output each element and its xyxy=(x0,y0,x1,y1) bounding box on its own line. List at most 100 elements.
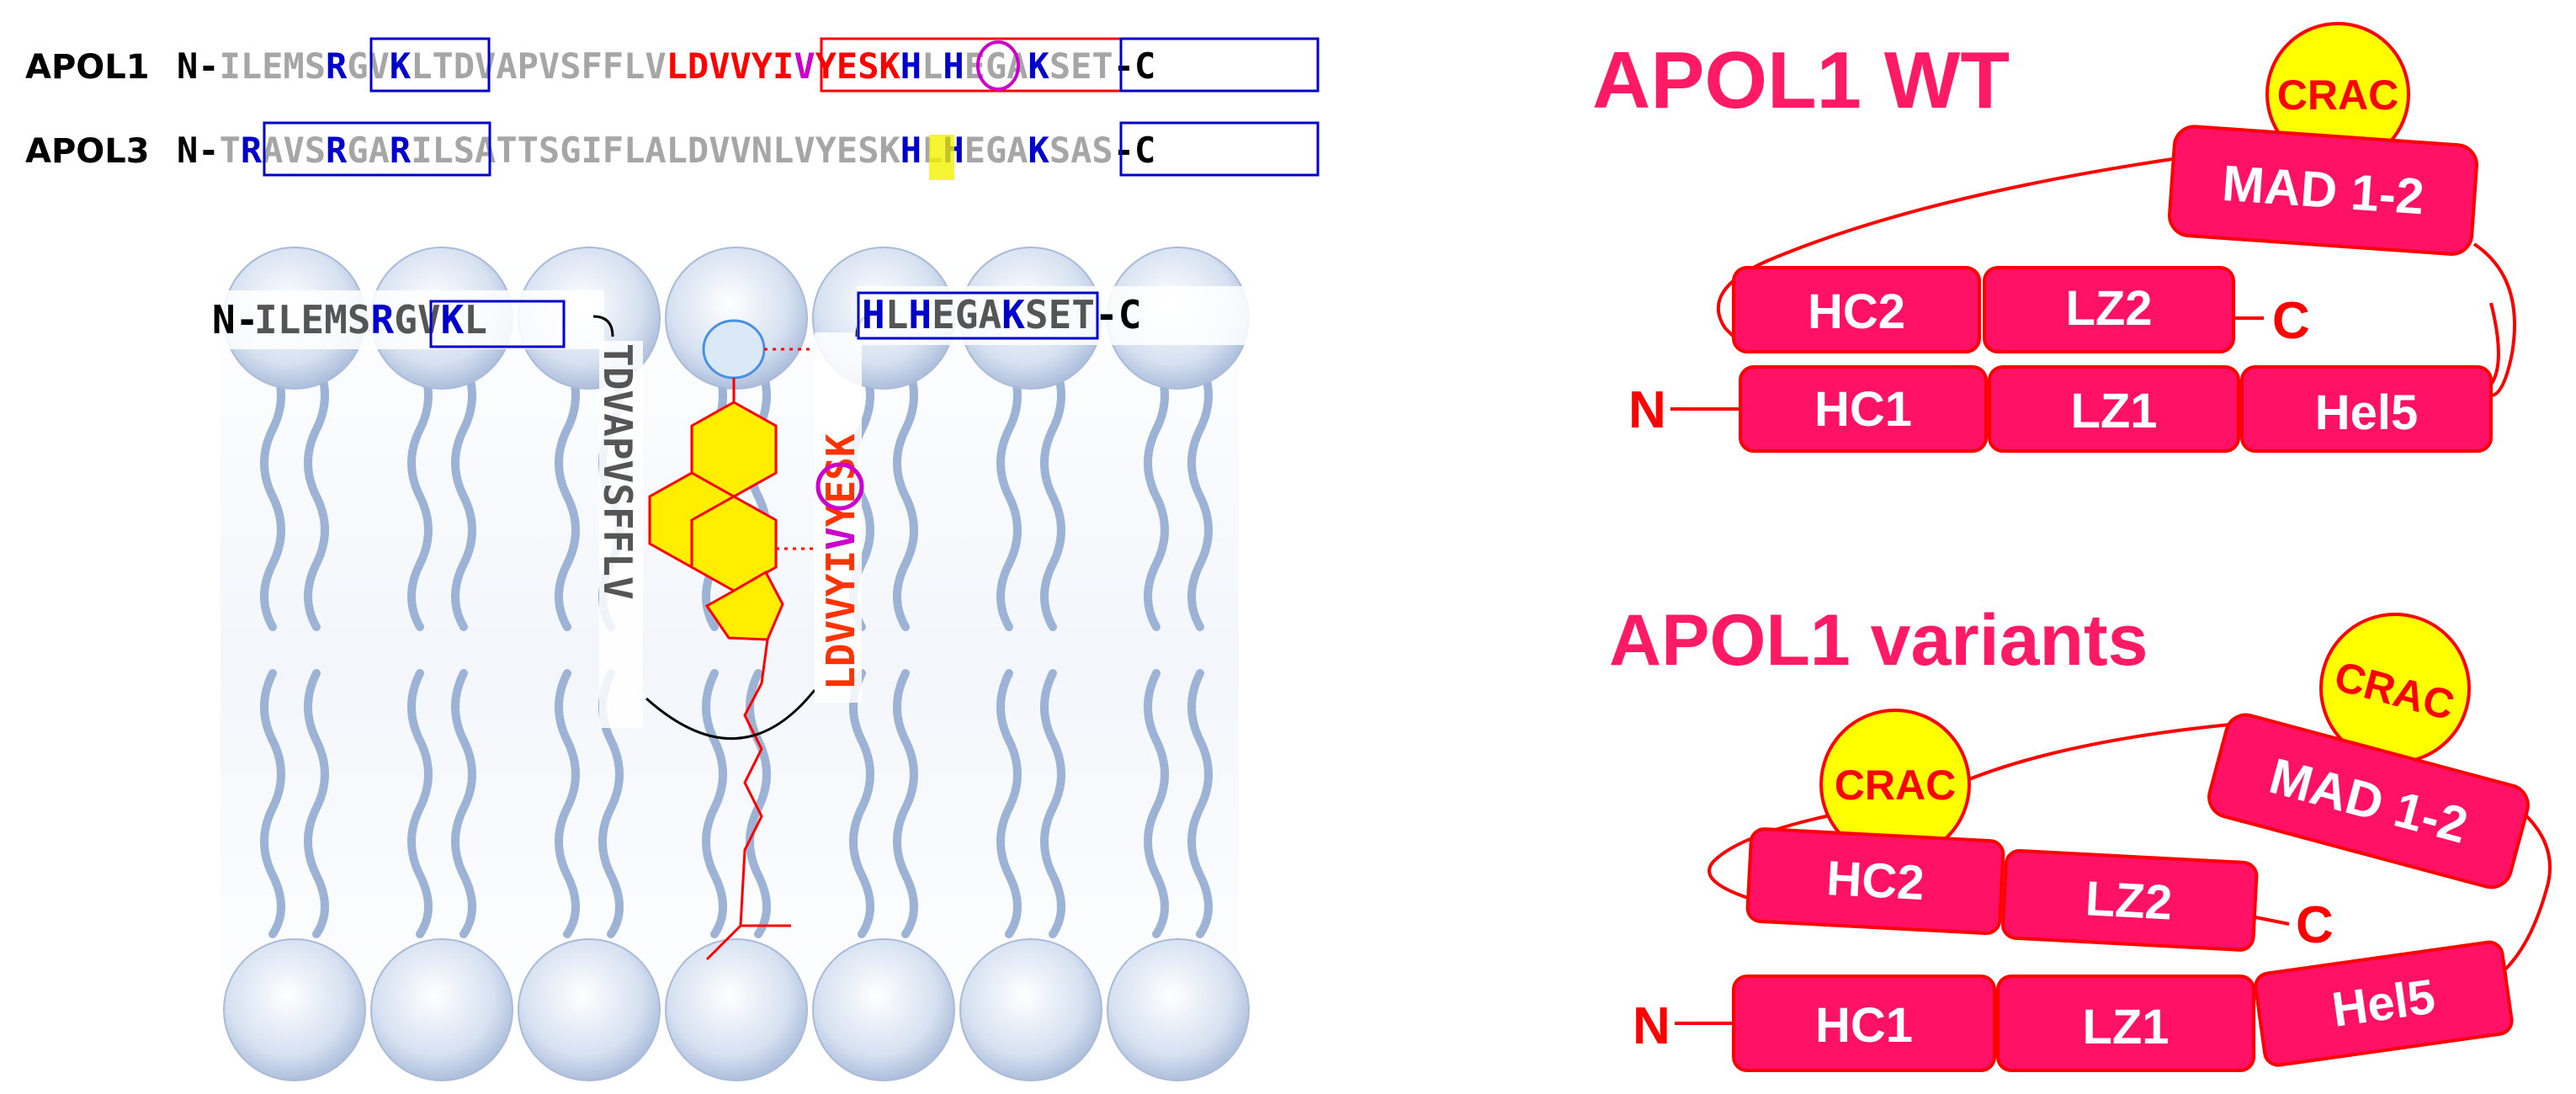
seq-segment: LTDVAPVSFFLV xyxy=(411,45,666,87)
lipid-tail xyxy=(893,669,918,938)
lipid-head xyxy=(959,938,1102,1081)
peptide-down-backdrop xyxy=(599,341,643,728)
lipid-tail xyxy=(893,358,918,631)
variants-hc1-block xyxy=(1732,975,1996,1072)
lipid-head xyxy=(665,938,808,1081)
peptide-right-backdrop xyxy=(857,286,1261,345)
seq-segment: YESK xyxy=(815,45,901,87)
wt-hel5-block xyxy=(2240,365,2493,453)
seq-segment: R xyxy=(326,45,348,87)
lipid-tail xyxy=(555,669,580,938)
seq-segment: ILSATTSGIFLALDVV xyxy=(411,130,752,171)
lipid-bilayer xyxy=(220,247,1250,1081)
variants-hel5-block xyxy=(2254,940,2514,1067)
peptide-up-backdrop xyxy=(815,332,862,703)
variants-hc2-label: HC2 xyxy=(1825,851,1925,911)
seq-segment: SAS xyxy=(1049,130,1113,171)
seq-segment: H xyxy=(943,45,964,87)
lipid-tail xyxy=(407,358,433,631)
cholesterol-molecule xyxy=(648,319,815,961)
apol1-label: APOL1 xyxy=(25,48,150,87)
peptide-up-strand: LDVVYIVYESK xyxy=(818,433,863,690)
wt-c-label: C xyxy=(2272,292,2310,350)
seq-segment: R xyxy=(241,130,263,171)
lipid-tail xyxy=(1144,669,1169,938)
lipid-tail xyxy=(451,358,476,631)
lipid-tail xyxy=(996,669,1022,938)
variants-crac-a-label: CRAC xyxy=(1835,762,1956,809)
variants-hel5-group: Hel5 xyxy=(2254,940,2514,1067)
peptide-left-hook xyxy=(592,315,614,337)
seq-segment: H xyxy=(900,130,922,171)
apol3-label: APOL3 xyxy=(25,132,150,171)
lipid-tail xyxy=(304,358,329,631)
apol1-sequence: N-ILEMSRGVKLTDVAPVSFFLVLDVVYIVYESKHLHEGA… xyxy=(177,45,1155,87)
peptide-left-seq: ILEMSRGVKL xyxy=(254,297,487,343)
apol3-n-highlight xyxy=(929,135,954,180)
peptide-n-label: N- xyxy=(212,297,258,343)
seq-segment: L xyxy=(922,45,943,87)
variants-panel: APOL1 variants CRAC MAD 1-2 CRAC HC2 LZ2… xyxy=(1609,600,2552,1072)
wt-crac-label: CRAC xyxy=(2277,72,2398,119)
seq-segment: SET xyxy=(1049,45,1113,87)
sequence-alignment: APOL1 N-ILEMSRGVKLTDVAPVSFFLVLDVVYIVYESK… xyxy=(25,37,1320,180)
apol1-hlhegak-box xyxy=(1119,37,1320,93)
seq-segment: LVYESK xyxy=(773,130,900,171)
seq-segment: R xyxy=(326,130,348,171)
seq-segment: K xyxy=(390,45,412,87)
seq-segment: R xyxy=(390,130,412,171)
wt-hc2-block xyxy=(1732,266,1981,353)
membrane-peptide: N- ILEMSRGVKL TDVAPVSFFLV LDVVYIVYESK HL… xyxy=(209,286,1261,741)
seq-segment: T xyxy=(220,130,241,171)
lipid-tail xyxy=(407,669,433,938)
wt-lz1-block xyxy=(1988,365,2240,453)
variants-loop-top xyxy=(1708,722,2239,900)
variants-lz1-label: LZ1 xyxy=(2082,1000,2169,1054)
seq-segment: AVS xyxy=(262,130,326,171)
lipid-head xyxy=(518,938,661,1081)
variants-mad-rect xyxy=(2207,713,2530,890)
seq-segment: K xyxy=(1028,130,1050,171)
peptide-bottom-loop xyxy=(645,689,816,741)
wt-mad-block: MAD 1-2 xyxy=(2168,125,2478,256)
variants-title: APOL1 variants xyxy=(1609,600,2148,681)
wt-hc2-label: HC2 xyxy=(1808,284,1905,339)
variants-c-connector xyxy=(2255,916,2290,926)
seq-segment: H xyxy=(900,45,922,87)
lipid-head xyxy=(1107,938,1250,1081)
lipid-tail xyxy=(555,358,580,631)
peptide-rgvk-box xyxy=(429,300,566,348)
lipid-tail xyxy=(1040,669,1065,938)
lipid-tail xyxy=(304,669,329,938)
variants-lz2-label: LZ2 xyxy=(2084,871,2173,930)
wt-title: APOL1 WT xyxy=(1592,35,2010,125)
wt-hel5-label: Hel5 xyxy=(2315,385,2419,440)
lipid-tail xyxy=(260,669,285,938)
seq-segment: GV xyxy=(347,45,390,87)
apol3-sequence: N-TRAVSRGARILSATTSGIFLALDVVNLVYESKHLHEGA… xyxy=(177,130,1155,171)
lipid-tail xyxy=(1187,358,1213,631)
peptide-right-seq: HLHEGAKSET-C xyxy=(862,292,1141,337)
lipid-tail xyxy=(1040,358,1065,631)
wt-lz2-block xyxy=(1983,266,2235,353)
variants-n-label: N xyxy=(1633,997,1670,1055)
variants-upper-row: HC2 LZ2 xyxy=(1745,827,2259,952)
variants-lz2-block xyxy=(2000,848,2259,952)
variants-crac-a: CRAC xyxy=(1819,709,1971,860)
peptide-v-circle xyxy=(815,462,864,511)
wt-hc1-label: HC1 xyxy=(1814,382,1912,437)
variants-hc2-block xyxy=(1745,827,2005,936)
lipid-head xyxy=(223,938,366,1081)
wt-panel: APOL1 WT CRAC MAD 1-2 HC2 LZ2 C N HC1 LZ… xyxy=(1592,22,2516,453)
variants-c-label: C xyxy=(2296,896,2334,954)
seq-segment: LDVVYI xyxy=(667,45,794,87)
lipid-tail xyxy=(1144,358,1169,631)
variants-lz1-block xyxy=(1996,975,2255,1072)
variants-loop-right xyxy=(2496,802,2552,978)
seq-n-terminus: N- xyxy=(177,45,220,87)
wt-loop-right xyxy=(2472,242,2516,397)
sterol-hydroxyl-head xyxy=(702,319,766,380)
lipid-head xyxy=(812,938,955,1081)
wt-hc1-block xyxy=(1739,365,1988,453)
